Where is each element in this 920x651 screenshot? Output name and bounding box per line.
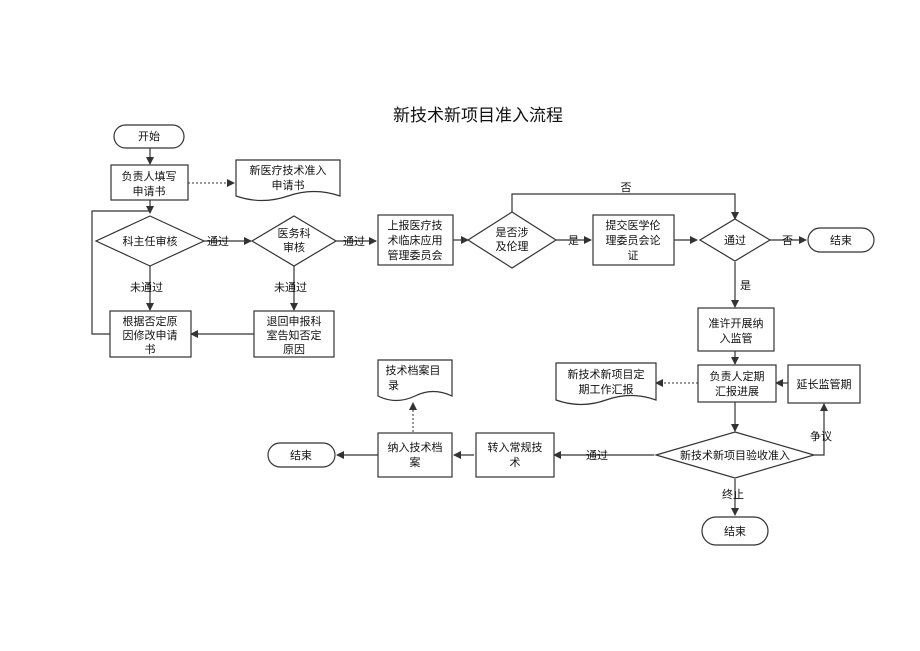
extend-monitor-label: 延长监管期	[797, 377, 852, 391]
connectors	[91, 148, 828, 516]
periodic-report-node: 负责人定期 汇报进展	[697, 364, 777, 403]
allow-monitor-line1: 准许开展纳	[709, 317, 764, 330]
archive-doc-line2: 录	[388, 379, 399, 392]
page-title: 新技术新项目准入流程	[393, 106, 563, 126]
report-committee-node: 上报医疗技 术临床应用 管理委员会	[377, 214, 454, 266]
medical-dept-review-node: 医务科 审核	[250, 215, 338, 267]
end2-label: 结束	[290, 449, 312, 462]
return-notice-node: 退回申报科 室告知否定 原因	[253, 310, 335, 358]
doc-form-line1: 新医疗技术准入	[250, 163, 327, 177]
allow-monitor-node: 准许开展纳 入监管	[697, 307, 775, 352]
acceptance-node: 新技术新项目验收准入	[653, 431, 817, 479]
end1-label: 结束	[830, 234, 852, 247]
allow-monitor-line2: 入监管	[720, 331, 753, 345]
report-doc-line2: 期工作汇报	[579, 382, 634, 396]
report-document-node: 新技术新项目定 期工作汇报	[555, 362, 657, 406]
extend-monitor-node: 延长监管期	[787, 364, 861, 404]
edge-labels: 通过 通过 未通过 未通过 否 是 否 是 争议 通过 终止	[130, 181, 832, 501]
label-pass-3: 通过	[586, 449, 608, 462]
label-fail-1: 未通过	[130, 281, 163, 294]
return-line1: 退回申报科	[267, 314, 322, 328]
committee-line3: 管理委员会	[388, 248, 443, 262]
end3-label: 结束	[724, 525, 746, 538]
label-dispute: 争议	[810, 429, 832, 443]
archive-line1: 纳入技术档	[388, 440, 443, 454]
arrow-dispute	[814, 403, 828, 456]
ethics-check-line2: 及伦理	[496, 239, 529, 253]
end-node-3: 结束	[701, 516, 769, 546]
revise-form-node: 根据否定原 因修改申请 书	[109, 310, 192, 358]
label-no-1: 否	[621, 181, 632, 194]
return-line3: 原因	[283, 343, 305, 356]
ethics-committee-line1: 提交医学伦	[606, 218, 661, 232]
return-line2: 室告知否定	[267, 328, 322, 342]
ethics-check-line1: 是否涉	[496, 225, 529, 239]
doc-form-line2: 申请书	[272, 179, 305, 192]
committee-line2: 术临床应用	[388, 233, 443, 247]
director-review-node: 科主任审核	[94, 215, 206, 267]
routine-line1: 转入常规技	[488, 440, 543, 454]
archive-line2: 案	[410, 455, 421, 469]
archive-node: 纳入技术档 案	[377, 432, 453, 478]
periodic-report-line2: 汇报进展	[715, 384, 759, 398]
ethics-committee-node: 提交医学伦 理委员会论 证	[592, 214, 675, 266]
revise-line1: 根据否定原	[123, 314, 178, 328]
end-node-2: 结束	[267, 442, 336, 468]
revise-line2: 因修改申请	[123, 328, 178, 342]
label-fail-2: 未通过	[274, 281, 307, 294]
ethics-committee-line3: 证	[628, 249, 639, 262]
pass-check-label: 通过	[724, 234, 746, 247]
director-review-label: 科主任审核	[123, 234, 178, 248]
label-yes-1: 是	[568, 234, 579, 247]
start-label: 开始	[138, 129, 160, 143]
ethics-committee-line2: 理委员会论	[606, 233, 661, 247]
label-pass-2: 通过	[343, 235, 365, 248]
to-routine-node: 转入常规技 术	[475, 432, 555, 478]
end-node-1: 结束	[807, 227, 875, 253]
label-yes-2: 是	[740, 279, 751, 292]
archive-doc-line1: 技术档案目	[386, 363, 441, 377]
label-terminate: 终止	[722, 487, 744, 501]
fill-form-line2: 申请书	[133, 185, 166, 198]
routine-line2: 术	[510, 456, 521, 469]
periodic-report-line1: 负责人定期	[710, 369, 765, 383]
archive-document-node: 技术档案目 录	[377, 359, 453, 402]
medical-dept-line2: 审核	[283, 240, 305, 254]
arrow-ethics-no	[511, 193, 739, 220]
report-doc-line1: 新技术新项目定	[568, 367, 645, 381]
application-document-node: 新医疗技术准入 申请书	[235, 159, 341, 202]
medical-dept-line1: 医务科	[278, 226, 311, 240]
arrow-revise-loop	[91, 210, 150, 335]
fill-form-line1: 负责人填写	[122, 169, 177, 183]
label-no-2: 否	[782, 234, 793, 247]
committee-line1: 上报医疗技	[388, 218, 443, 232]
ethics-check-node: 是否涉 及伦理	[466, 211, 558, 269]
pass-check-node: 通过	[698, 218, 772, 262]
fill-form-node: 负责人填写 申请书	[110, 164, 189, 201]
acceptance-label: 新技术新项目验收准入	[680, 448, 790, 462]
start-node: 开始	[113, 124, 185, 149]
revise-line3: 书	[145, 343, 156, 356]
label-pass-1: 通过	[207, 235, 229, 248]
